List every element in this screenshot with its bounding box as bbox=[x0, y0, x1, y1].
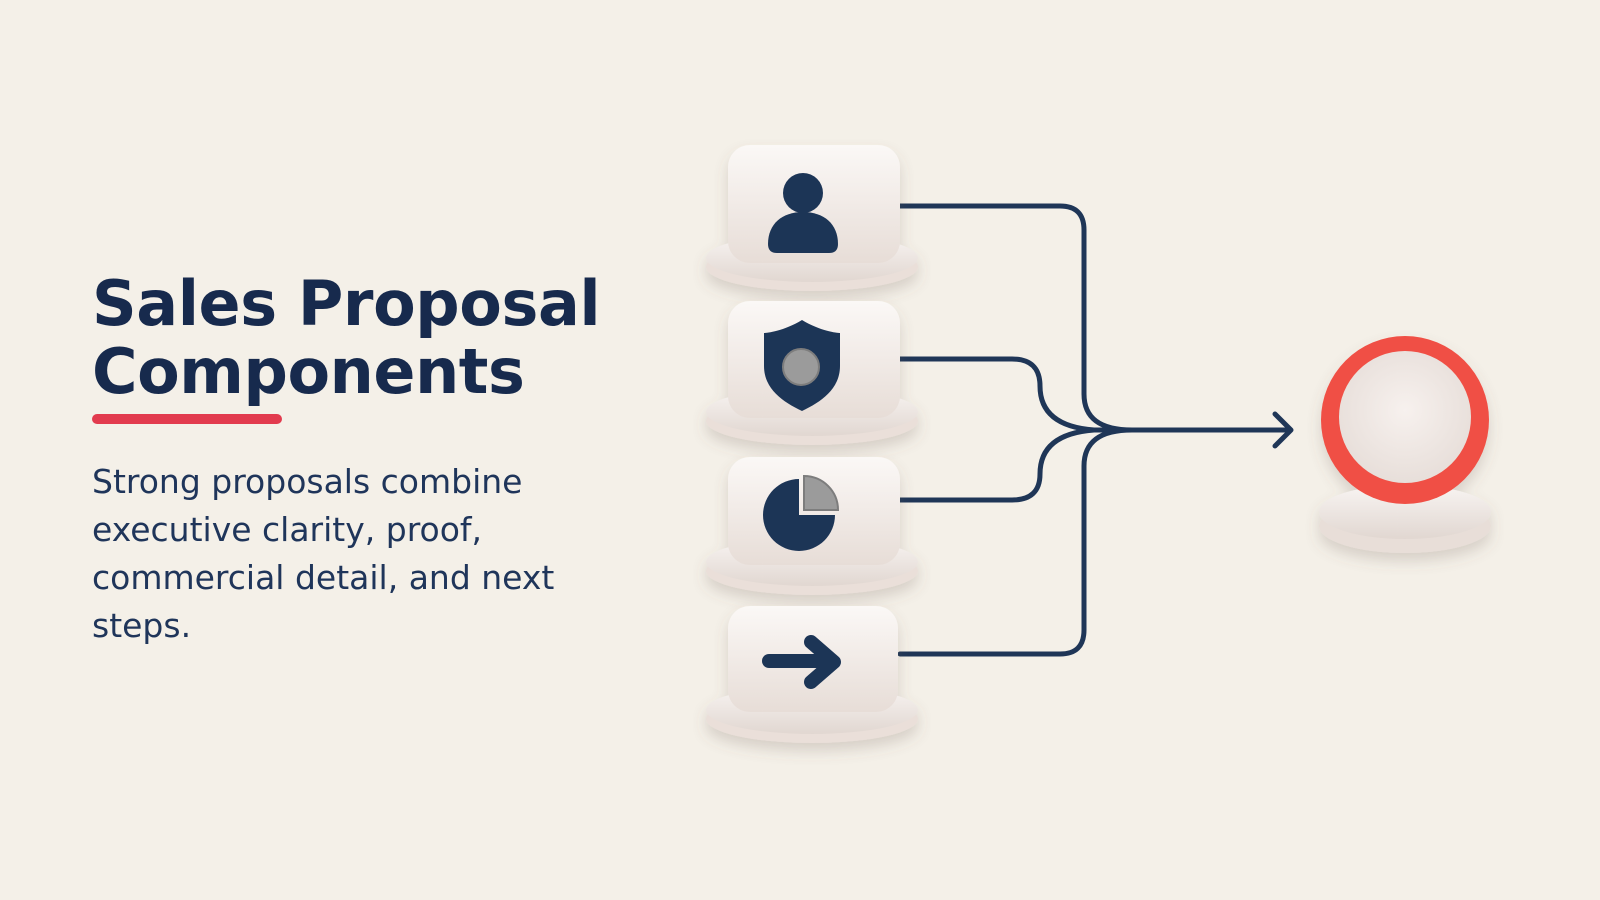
merged-arrowhead bbox=[1272, 411, 1294, 449]
connector-shield bbox=[897, 356, 1097, 433]
target-inner-disc bbox=[1339, 351, 1471, 483]
input-shield bbox=[706, 301, 918, 445]
pie-chart-icon bbox=[763, 474, 840, 551]
shield-icon bbox=[764, 320, 840, 411]
person-icon bbox=[768, 173, 838, 253]
title-line-1: Sales Proposal bbox=[92, 267, 601, 340]
arrow-right-icon bbox=[762, 635, 841, 689]
connector-arrow bbox=[897, 427, 1135, 657]
target-pedestal-top bbox=[1319, 485, 1491, 539]
slide-title: Sales Proposal Components bbox=[92, 270, 612, 406]
connector-pie bbox=[897, 427, 1097, 503]
connector-person bbox=[897, 203, 1135, 433]
input-next-steps bbox=[706, 606, 918, 743]
slide-description: Strong proposals combine executive clari… bbox=[92, 462, 555, 645]
input-pie bbox=[706, 457, 918, 595]
input-person bbox=[706, 145, 918, 291]
output-target bbox=[1319, 336, 1491, 553]
title-underline bbox=[92, 414, 282, 424]
connector-lines bbox=[897, 203, 1294, 657]
text-block: Sales Proposal Components Strong proposa… bbox=[92, 270, 612, 650]
title-line-2: Components bbox=[92, 335, 525, 408]
